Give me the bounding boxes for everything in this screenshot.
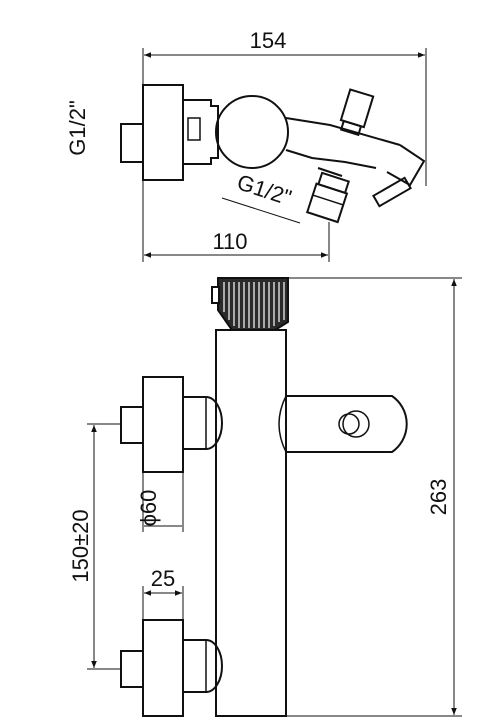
dimension-154: 154 <box>142 28 427 186</box>
upper-inlet-front <box>120 376 223 473</box>
dimension-25: 25 <box>142 566 184 620</box>
inlet-thread-label: G1/2" <box>65 100 90 156</box>
shower-outlet-top <box>305 171 350 224</box>
wall-flange-top <box>142 84 184 181</box>
dimension-25-label: 25 <box>151 566 175 591</box>
inlet-pipe-top <box>120 123 144 163</box>
dimension-263: 263 <box>286 277 462 717</box>
dimension-110-label: 110 <box>212 229 247 254</box>
front-view: 263 <box>68 277 462 717</box>
dimension-phi60-label: ϕ60 <box>136 490 161 527</box>
dimension-150-label: 150±20 <box>68 509 93 582</box>
dimension-154-label: 154 <box>250 28 287 53</box>
dimension-263-label: 263 <box>426 479 451 516</box>
mixer-body-front <box>215 329 287 717</box>
diverter-knob-top <box>339 88 375 137</box>
dimension-phi60: ϕ60 <box>136 472 184 532</box>
connector-top <box>183 99 219 165</box>
thermostat-knob <box>211 277 289 331</box>
dimension-150: 150±20 <box>68 423 121 670</box>
mixer-body-top <box>215 95 289 169</box>
top-view: 154 G1/2" G1/2" <box>65 28 427 262</box>
outlet-thread-label: G1/2" <box>234 169 295 210</box>
spout-front <box>278 395 408 453</box>
spout-top <box>386 144 426 187</box>
dimension-110: 110 <box>142 180 330 262</box>
lower-inlet-front <box>120 619 223 717</box>
